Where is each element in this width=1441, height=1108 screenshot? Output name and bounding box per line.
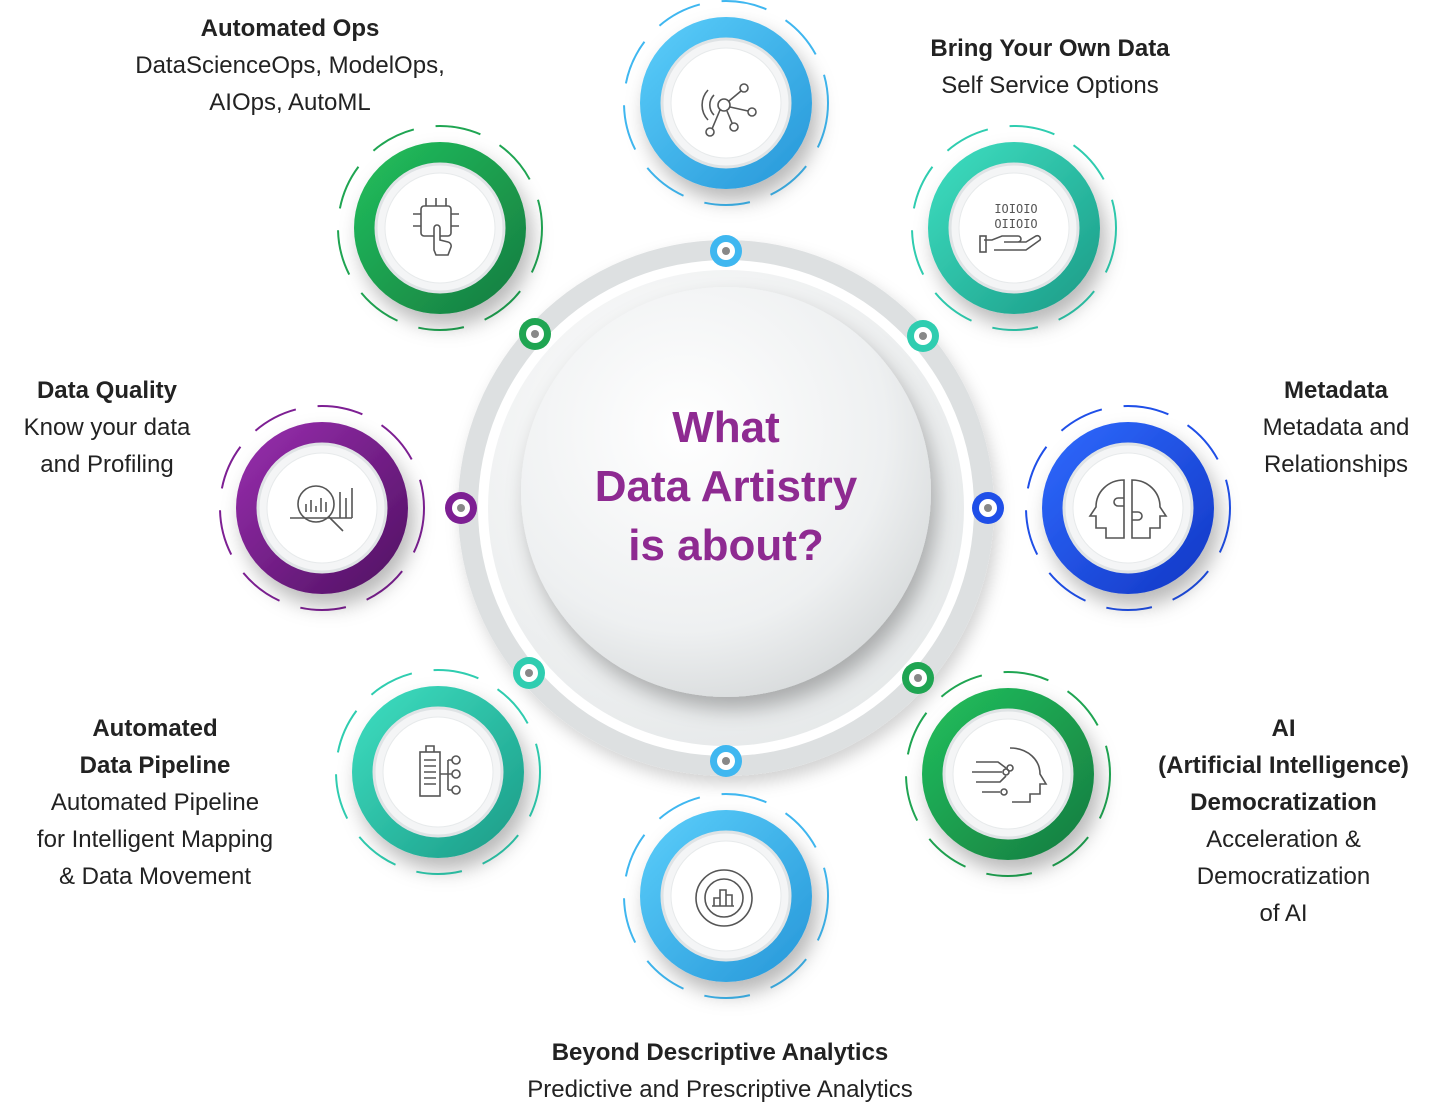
node-ai-democratization <box>905 671 1111 877</box>
label-desc: & Data Movement <box>58 863 252 890</box>
label-title: Metadata <box>1283 377 1389 404</box>
binary-hand-icon: IOIOIO OIIOIO <box>979 202 1042 253</box>
label-title: Automated <box>92 715 218 742</box>
label-automated-data-pipeline: Automated Data Pipeline Automated Pipeli… <box>0 710 310 895</box>
connector-dot-bottom <box>710 745 742 777</box>
node-data-quality <box>219 405 425 611</box>
label-desc: Relationships <box>1263 451 1409 478</box>
label-desc: and Profiling <box>40 451 174 478</box>
connector-dot-top-left <box>519 318 551 350</box>
ai-head-icon <box>972 747 1048 803</box>
node-automated-data-pipeline <box>335 669 541 875</box>
label-automated-ops: Automated Ops DataScienceOps, ModelOps, … <box>80 10 500 121</box>
pipeline-icon <box>419 745 461 797</box>
label-bring-your-own-data: Bring Your Own Data Self Service Options <box>880 30 1220 104</box>
label-title: Data Pipeline <box>79 752 231 779</box>
label-desc: Automated Pipeline <box>50 789 260 816</box>
connector-dot-right <box>972 492 1004 524</box>
connector-dot-bottom-left <box>513 657 545 689</box>
label-desc: DataScienceOps, ModelOps, <box>135 52 445 79</box>
label-beyond-descriptive-analytics: Beyond Descriptive Analytics Predictive … <box>420 1034 1020 1108</box>
svg-text:OIIOIO: OIIOIO <box>994 217 1037 231</box>
connector-dot-left <box>445 492 477 524</box>
label-title: (Artificial Intelligence) <box>1158 752 1409 779</box>
ring-connector-dots <box>445 235 1004 777</box>
central-hub <box>458 240 994 776</box>
node-automated-ops <box>337 125 543 331</box>
label-metadata: Metadata Metadata and Relationships <box>1236 372 1436 483</box>
label-desc: Know your data <box>23 414 191 441</box>
center-title-line-3: is about? <box>628 521 824 570</box>
svg-text:IOIOIO: IOIOIO <box>994 202 1037 216</box>
label-desc: Predictive and Prescriptive Analytics <box>527 1076 913 1103</box>
label-ai-democratization: AI (Artificial Intelligence) Democratiza… <box>1126 710 1441 932</box>
puzzle-heads-icon <box>1088 479 1168 539</box>
label-title: Bring Your Own Data <box>930 35 1170 62</box>
network-signal-icon <box>701 83 757 137</box>
label-desc: for Intelligent Mapping <box>36 826 274 853</box>
analytics-chart-icon <box>695 869 753 927</box>
center-title-line-1: What <box>672 403 780 452</box>
label-desc: Acceleration & <box>1206 826 1361 853</box>
label-desc: Metadata and <box>1262 414 1410 441</box>
label-data-quality: Data Quality Know your data and Profilin… <box>0 372 214 483</box>
label-title: Beyond Descriptive Analytics <box>551 1039 889 1066</box>
label-desc: AIOps, AutoML <box>209 89 371 116</box>
connector-dot-top <box>710 235 742 267</box>
node-metadata <box>1025 405 1231 611</box>
hand-circuit-icon <box>413 198 459 256</box>
label-desc: Democratization <box>1196 863 1371 890</box>
node-network <box>623 0 829 206</box>
center-title-line-2: Data Artistry <box>594 462 858 511</box>
node-beyond-descriptive-analytics <box>623 793 829 999</box>
node-bring-your-own-data: IOIOIO OIIOIO <box>911 125 1117 331</box>
label-title: Automated Ops <box>200 15 380 42</box>
label-desc: of AI <box>1259 900 1308 927</box>
label-desc: Self Service Options <box>941 72 1159 99</box>
label-title: Democratization <box>1190 789 1377 816</box>
connector-dot-top-right <box>907 320 939 352</box>
connector-dot-bottom-right <box>902 662 934 694</box>
center-title: What Data Artistry is about? <box>540 398 912 575</box>
label-title: AI <box>1271 715 1296 742</box>
magnifier-chart-icon <box>290 485 353 532</box>
label-title: Data Quality <box>36 377 178 404</box>
